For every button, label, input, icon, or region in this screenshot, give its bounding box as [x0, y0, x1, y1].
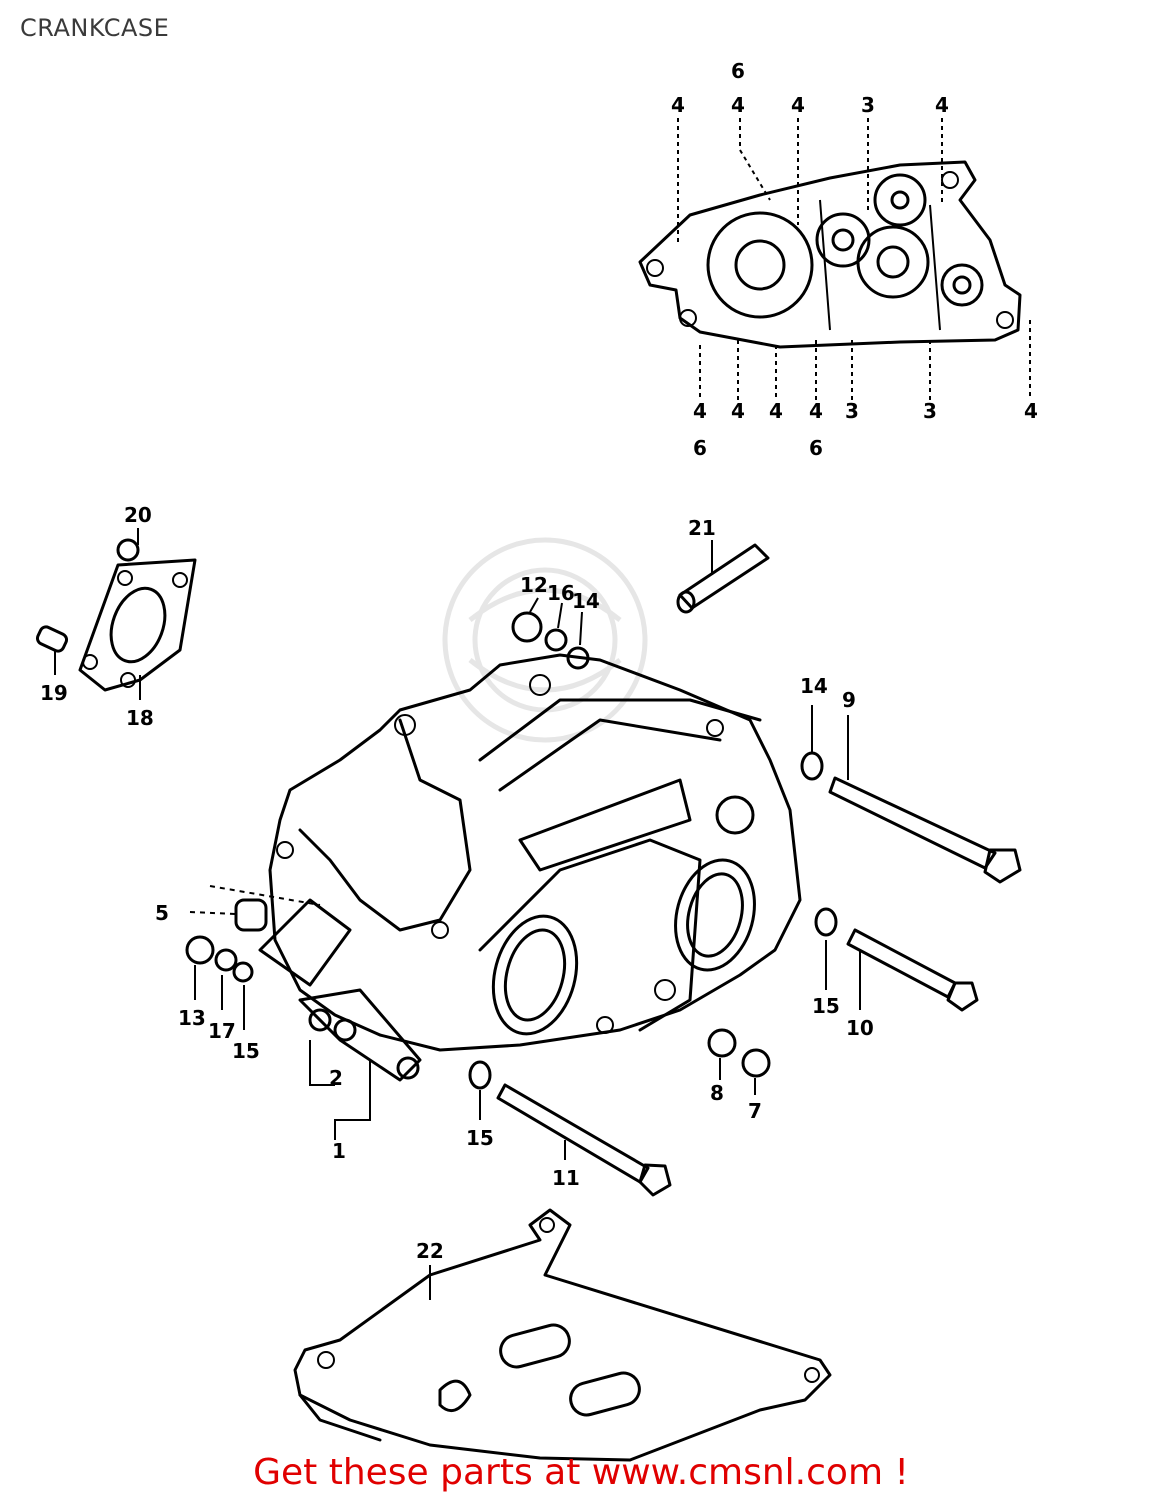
part-callouts: 1 2 4 6 4 4 3 4 4 6 4 4 4 6 3 3 4 20 19 …	[40, 59, 1038, 1263]
callout-13: 13	[178, 1006, 206, 1030]
callout-4: 4	[731, 93, 745, 117]
callout-3: 3	[923, 399, 937, 423]
callout-18: 18	[126, 706, 154, 730]
callout-11: 11	[552, 1166, 580, 1190]
cmsnl-link[interactable]: Get these parts at www.cmsnl.com !	[253, 1452, 909, 1493]
callout-15: 15	[466, 1126, 494, 1150]
callout-21: 21	[688, 516, 716, 540]
callout-8: 8	[710, 1081, 724, 1105]
callout-4: 4	[791, 93, 805, 117]
callout-15: 15	[232, 1039, 260, 1063]
leader-lines	[677, 118, 1031, 400]
callout-6: 6	[809, 436, 823, 460]
callout-6: 6	[731, 59, 745, 83]
callout-4: 4	[1024, 399, 1038, 423]
small-parts	[185, 611, 838, 1090]
dowel-pin-part	[676, 540, 770, 614]
callout-2: 2	[329, 1066, 343, 1090]
callout-17: 17	[208, 1019, 236, 1043]
skid-plate-part	[293, 1208, 832, 1462]
callout-14: 14	[800, 674, 828, 698]
callout-1: 1	[332, 1139, 346, 1163]
callout-7: 7	[748, 1099, 762, 1123]
callout-4: 4	[693, 399, 707, 423]
callout-9: 9	[842, 688, 856, 712]
callout-20: 20	[124, 503, 152, 527]
callout-6: 6	[693, 436, 707, 460]
gasket-part	[35, 528, 197, 700]
callout-leaders	[194, 597, 861, 1160]
callout-14: 14	[572, 589, 600, 613]
callout-19: 19	[40, 681, 68, 705]
callout-4: 4	[671, 93, 685, 117]
bolts	[496, 776, 1022, 1197]
callout-16: 16	[547, 581, 575, 605]
callout-3: 3	[861, 93, 875, 117]
callout-4: 4	[731, 399, 745, 423]
callout-3: 3	[845, 399, 859, 423]
callout-4: 4	[935, 93, 949, 117]
callout-15: 15	[812, 994, 840, 1018]
crankcase-half-part	[638, 160, 1022, 349]
main-crankcase-part	[258, 653, 802, 1082]
page-title: CRANKCASE	[20, 14, 170, 42]
callout-5: 5	[155, 901, 169, 925]
callout-22: 22	[416, 1239, 444, 1263]
footer-promo: Get these parts at www.cmsnl.com !	[0, 1452, 1162, 1493]
callout-10: 10	[846, 1016, 874, 1040]
callout-4: 4	[809, 399, 823, 423]
callout-12: 12	[520, 573, 548, 597]
callout-4: 4	[769, 399, 783, 423]
